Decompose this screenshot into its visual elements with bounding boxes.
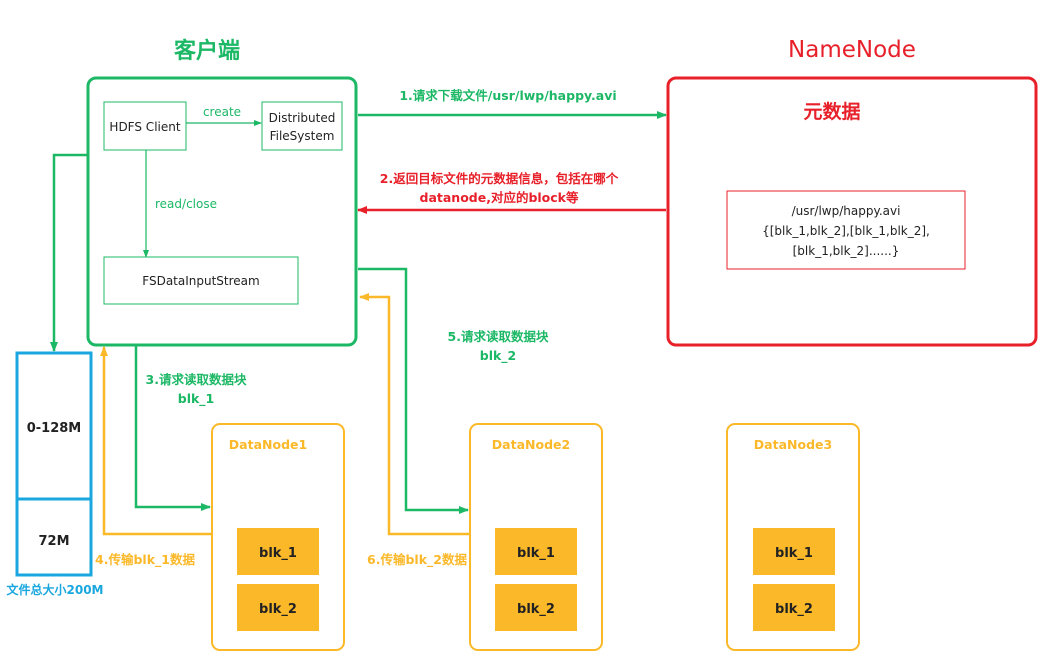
- input-stream-box: [103, 256, 299, 305]
- datanode-3-title: DataNode3: [754, 437, 832, 452]
- distributed-fs-label-2: FileSystem: [270, 129, 335, 143]
- step1-label: 1.请求下载文件/usr/lwp/happy.avi: [399, 88, 616, 103]
- step2-label-2: datanode,对应的block等: [420, 190, 579, 205]
- step3-arrow: [134, 345, 211, 511]
- hdfs-client-label: HDFS Client: [109, 120, 180, 134]
- distributed-fs-label-1: Distributed: [269, 111, 336, 125]
- file-block-1: [15, 351, 93, 501]
- datanode-1: DataNode1 blk_1 blk_2: [211, 423, 345, 651]
- datanode-1-block-1: [237, 528, 319, 575]
- datanode-3-block-1-label: blk_1: [775, 546, 813, 561]
- datanode-2-block-1: [495, 528, 577, 575]
- read-close-label: read/close: [155, 197, 217, 211]
- datanode-2-block-2-label: blk_2: [517, 602, 555, 617]
- metadata-line-2: {[blk_1,blk_2],[blk_1,blk_2],: [762, 224, 930, 238]
- step5-label-1: 5.请求读取数据块: [448, 329, 549, 344]
- step2-label-1: 2.返回目标文件的元数据信息，包括在哪个: [380, 171, 619, 186]
- step3-label-1: 3.请求读取数据块: [146, 372, 247, 387]
- datanode-3-block-2: [753, 584, 835, 631]
- metadata-line-1: /usr/lwp/happy.avi: [792, 204, 901, 218]
- metadata-line-3: [blk_1,blk_2]......}: [793, 244, 900, 258]
- datanode-3: DataNode3 blk_1 blk_2: [726, 423, 860, 651]
- datanode-3-box: [726, 423, 860, 651]
- datanode-2: DataNode2 blk_1 blk_2: [469, 423, 603, 651]
- file-total-label: 文件总大小200M: [7, 582, 104, 597]
- datanode-1-block-2-label: blk_2: [259, 602, 297, 617]
- datanode-1-block-1-label: blk_1: [259, 546, 297, 561]
- step4-arrow: [100, 346, 212, 536]
- step4-label: 4.传输blk_1数据: [95, 552, 195, 568]
- file-block-2: [15, 497, 93, 577]
- input-stream-label: FSDataInputStream: [142, 274, 259, 288]
- datanode-1-box: [211, 423, 345, 651]
- step6-label: 6.传输blk_2数据: [367, 552, 467, 568]
- step5-arrow: [358, 267, 469, 514]
- file-block-1-label: 0-128M: [27, 421, 82, 436]
- client-box: [86, 76, 358, 347]
- distributed-fs-box: [261, 101, 343, 151]
- datanode-3-block-1: [753, 528, 835, 575]
- datanode-1-title: DataNode1: [229, 437, 307, 452]
- datanode-2-block-2: [495, 584, 577, 631]
- datanode-2-box: [469, 423, 603, 651]
- step3-label-2: blk_1: [178, 391, 215, 407]
- datanode-2-title: DataNode2: [492, 437, 570, 452]
- namenode-title: NameNode: [788, 37, 916, 63]
- metadata-title: 元数据: [803, 100, 860, 123]
- hdfs-client-box: [103, 101, 187, 151]
- step5-label-2: blk_2: [480, 348, 517, 364]
- datanode-1-block-2: [237, 584, 319, 631]
- file-block-2-label: 72M: [38, 534, 69, 549]
- namenode-box: [666, 76, 1038, 347]
- file-arrow: [50, 153, 88, 352]
- datanode-2-block-1-label: blk_1: [517, 546, 555, 561]
- datanode-3-block-2-label: blk_2: [775, 602, 813, 617]
- metadata-box: [726, 190, 966, 270]
- create-label: create: [203, 105, 241, 119]
- client-title: 客户端: [174, 38, 240, 64]
- step6-arrow: [359, 293, 470, 536]
